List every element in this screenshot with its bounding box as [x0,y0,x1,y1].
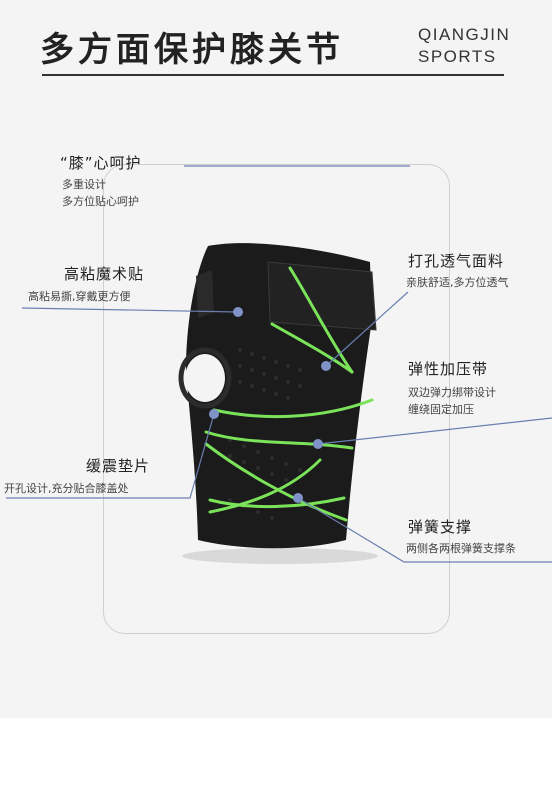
feature-frame [103,164,450,634]
green-straps [204,266,374,522]
bottom-area [0,718,552,800]
feature-elastic-desc-1: 双边弹力绑带设计 [408,386,496,399]
feature-heart-desc-2: 多方位贴心呵护 [62,195,139,208]
knee-brace-illustration [6,165,552,564]
kneecap-hole [185,354,225,402]
feature-velcro-desc: 高粘易撕,穿戴更方便 [28,290,131,303]
feature-spring-desc: 两侧各两根弹簧支撑条 [406,542,516,555]
feature-spring-title: 弹簧支撑 [408,518,473,536]
feature-elastic-title: 弹性加压带 [408,360,489,378]
brand-logo: QIANGJIN SPORTS [418,24,510,68]
feature-breathable-title: 打孔透气面料 [408,252,505,270]
feature-heart-title: “膝”心呵护 [60,154,142,172]
brace-shadow [182,548,378,564]
page-title: 多方面保护膝关节 [40,30,344,70]
feature-elastic-desc-2: 缠绕固定加压 [408,403,474,416]
feature-velcro-title: 高粘魔术贴 [64,265,145,283]
feature-breathable-desc: 亲肤舒适,多方位透气 [406,276,509,289]
callout-dots [209,307,331,503]
kneecap-ring [178,347,232,409]
brand-line-2: SPORTS [418,47,497,66]
callout-lines [6,165,552,563]
side-tab [196,270,214,318]
header-divider [42,74,504,76]
feature-heart-desc-1: 多重设计 [62,178,106,191]
feature-cushion-desc: 开孔设计,充分贴合膝盖处 [4,482,129,495]
velcro-tab [267,261,377,331]
brand-line-1: QIANGJIN [418,25,511,44]
feature-cushion-title: 缓震垫片 [86,457,151,475]
